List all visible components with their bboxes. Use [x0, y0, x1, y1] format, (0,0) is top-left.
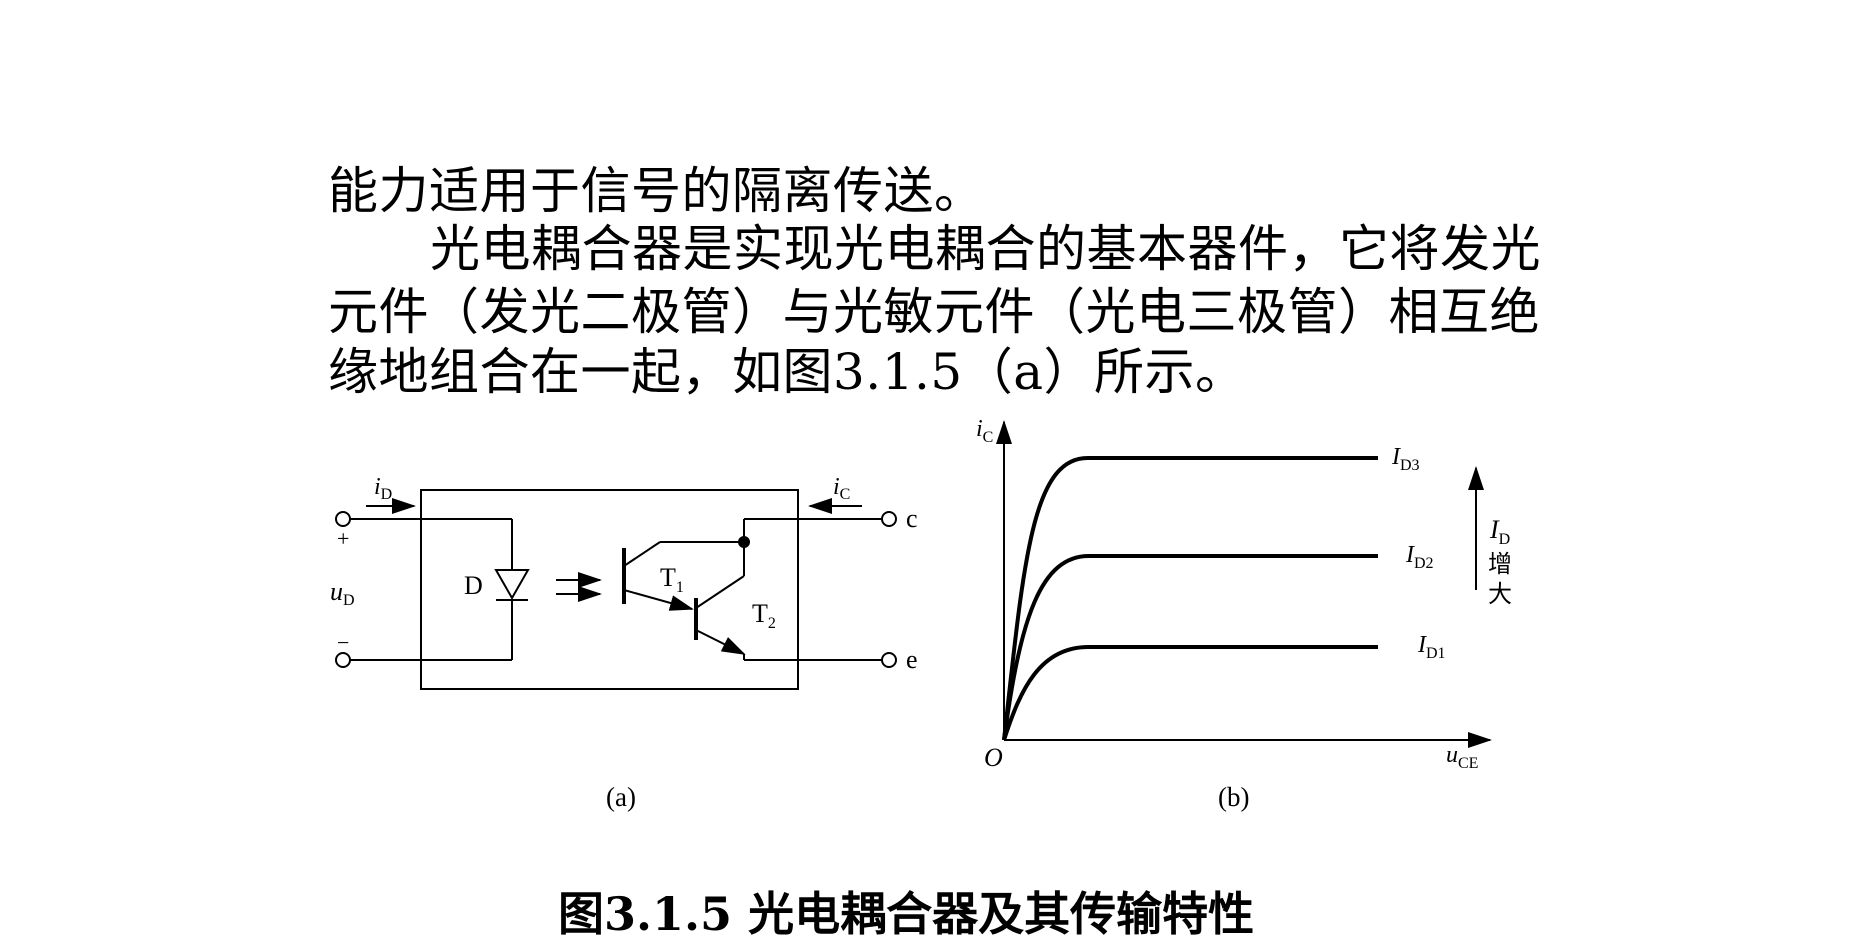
characteristic-plot — [996, 420, 1492, 748]
label-terminal-c: c — [906, 504, 918, 533]
label-diode-d: D — [464, 571, 483, 600]
arrow-text-zeng: 增 — [1488, 551, 1512, 578]
arrow-label-id: ID — [1489, 515, 1510, 548]
figure-svg: iD iC + − uD D T1 T2 c e iC uCE O ID3 ID… — [330, 416, 1512, 772]
label-plus: + — [337, 526, 349, 551]
figure-a-caption: (a) — [606, 782, 636, 812]
curve-id2 — [1002, 553, 1378, 741]
curve-label-id1: ID1 — [1417, 632, 1446, 662]
light-arrows — [556, 572, 602, 602]
terminal-anode — [335, 511, 351, 527]
curve-id3 — [1002, 455, 1378, 741]
terminal-cathode — [335, 652, 351, 668]
figure-caption: 图3.1.5 光电耦合器及其传输特性 — [558, 887, 1255, 941]
junction-dot — [738, 536, 750, 548]
arrow-text-da: 大 — [1488, 581, 1512, 608]
paragraph-line-3: 元件（发光二极管）与光敏元件（光电三极管）相互绝 — [328, 283, 1540, 341]
x-axis-label: uCE — [1446, 742, 1478, 772]
label-ic: iC — [833, 474, 850, 503]
phototransistor-t1 — [622, 541, 744, 611]
paragraph-line-2: 光电耦合器是实现光电耦合的基本器件，它将发光 — [430, 220, 1541, 278]
y-axis-label: iC — [976, 416, 993, 446]
diode-symbol — [494, 569, 530, 601]
curve-id1 — [1002, 644, 1378, 741]
label-minus: − — [337, 630, 349, 655]
origin-label: O — [984, 743, 1003, 772]
label-t2: T2 — [752, 599, 776, 632]
curve-label-id3: ID3 — [1391, 444, 1420, 474]
optocoupler-package — [420, 489, 799, 690]
label-ud: uD — [330, 577, 355, 609]
paragraph-line-1: 能力适用于信号的隔离传送。 — [328, 162, 985, 220]
transistor-t2 — [694, 575, 746, 655]
terminal-c — [881, 511, 897, 527]
terminal-e — [881, 652, 897, 668]
optocoupler-circuit — [335, 489, 897, 690]
figure-b-caption: (b) — [1218, 782, 1250, 812]
label-id: iD — [374, 474, 392, 503]
label-t1: T1 — [660, 563, 684, 596]
curve-label-id2: ID2 — [1405, 542, 1434, 572]
label-terminal-e: e — [906, 645, 918, 674]
paragraph-line-4: 缘地组合在一起，如图3.1.5（a）所示。 — [328, 343, 1246, 401]
